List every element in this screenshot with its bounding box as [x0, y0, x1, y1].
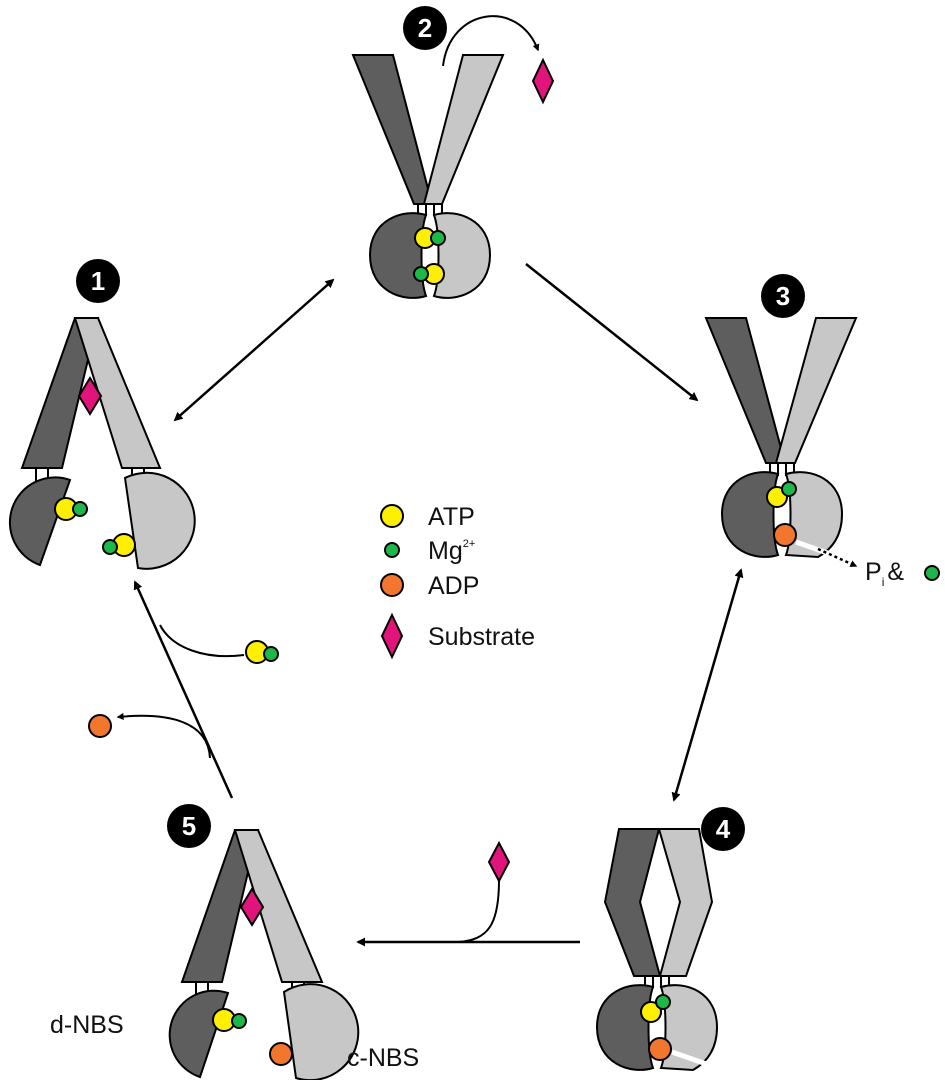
- tmd-dark: [351, 54, 434, 205]
- d-nbs: [368, 212, 428, 299]
- d-nbs: [595, 984, 655, 1071]
- d-nbs: [720, 471, 780, 558]
- step-badge-5: 5: [167, 804, 211, 848]
- step-badge-1: 1: [76, 259, 120, 303]
- mg: [231, 1013, 247, 1029]
- linker: [195, 982, 305, 996]
- substrate-release-arrow: [442, 15, 540, 67]
- mg: [781, 481, 797, 497]
- tmd-light: [422, 54, 505, 205]
- legend-adp-swatch: [380, 573, 404, 597]
- released-mg: [924, 565, 940, 581]
- tmd-light: [774, 317, 858, 464]
- svg-text:4: 4: [716, 814, 731, 844]
- c-nbs: [659, 984, 719, 1072]
- mg: [102, 539, 118, 555]
- state-5: [168, 829, 360, 1080]
- linker: [644, 976, 670, 988]
- d-nbs-label: d-NBS: [50, 1011, 124, 1039]
- state-1: [8, 317, 196, 570]
- linker: [769, 463, 795, 476]
- svg-text:5: 5: [182, 811, 196, 841]
- svg-text:2: 2: [418, 13, 432, 43]
- substrate-entry-curve: [457, 879, 500, 943]
- tmd-light: [657, 828, 714, 977]
- mg: [413, 266, 429, 282]
- state-2: [351, 54, 505, 299]
- arrow-5-1: [133, 580, 234, 799]
- step-badge-2: 2: [403, 6, 447, 50]
- state-4: [595, 828, 719, 1072]
- adp-exit-arrow: [116, 712, 211, 759]
- state-3: [704, 317, 858, 559]
- substrate: [239, 887, 265, 927]
- c-nbs: [784, 471, 844, 559]
- legend-mg-label: Mg2+: [428, 537, 475, 565]
- d-nbs: [8, 476, 72, 567]
- linker: [417, 204, 443, 216]
- c-nbs: [432, 212, 492, 299]
- legend-atp-swatch: [380, 504, 404, 528]
- incoming-substrate: [487, 840, 511, 884]
- adp: [648, 1037, 672, 1061]
- substrate: [77, 376, 103, 416]
- tmd-dark: [603, 828, 662, 977]
- legend-substrate-label: Substrate: [428, 623, 535, 651]
- arrow-2-3: [525, 263, 699, 402]
- svg-text:1: 1: [91, 266, 105, 296]
- pi-label: Pi&: [865, 558, 904, 589]
- svg-text:3: 3: [776, 281, 790, 311]
- nbs-opening: [671, 1049, 713, 1069]
- adp: [269, 1042, 293, 1066]
- d-nbs: [168, 989, 230, 1079]
- step-badge-4: 4: [701, 807, 745, 851]
- legend-adp-label: ADP: [428, 572, 479, 600]
- c-nbs: [123, 471, 196, 570]
- legend-substrate-swatch: [380, 612, 404, 660]
- tmd-dark: [704, 317, 787, 464]
- released-substrate: [531, 57, 555, 105]
- linker: [35, 468, 145, 482]
- mg: [430, 230, 446, 246]
- legend-mg-swatch: [384, 542, 400, 558]
- mg: [655, 994, 671, 1010]
- mg: [72, 501, 88, 517]
- pi-release-arrow: [817, 547, 858, 568]
- adp: [773, 523, 797, 547]
- legend: ATP Mg2+ ADP Substrate: [380, 503, 535, 660]
- released-adp: [88, 714, 112, 738]
- legend-atp-label: ATP: [428, 503, 475, 531]
- atp: [640, 1001, 662, 1023]
- arrow-3-4: [671, 568, 744, 802]
- arrow-1-2: [173, 278, 335, 422]
- incoming-mg: [263, 646, 279, 662]
- atp-entry-curve: [159, 624, 245, 658]
- c-nbs-label: c-NBS: [347, 1044, 419, 1072]
- step-badge-3: 3: [761, 274, 805, 318]
- c-nbs: [282, 983, 360, 1080]
